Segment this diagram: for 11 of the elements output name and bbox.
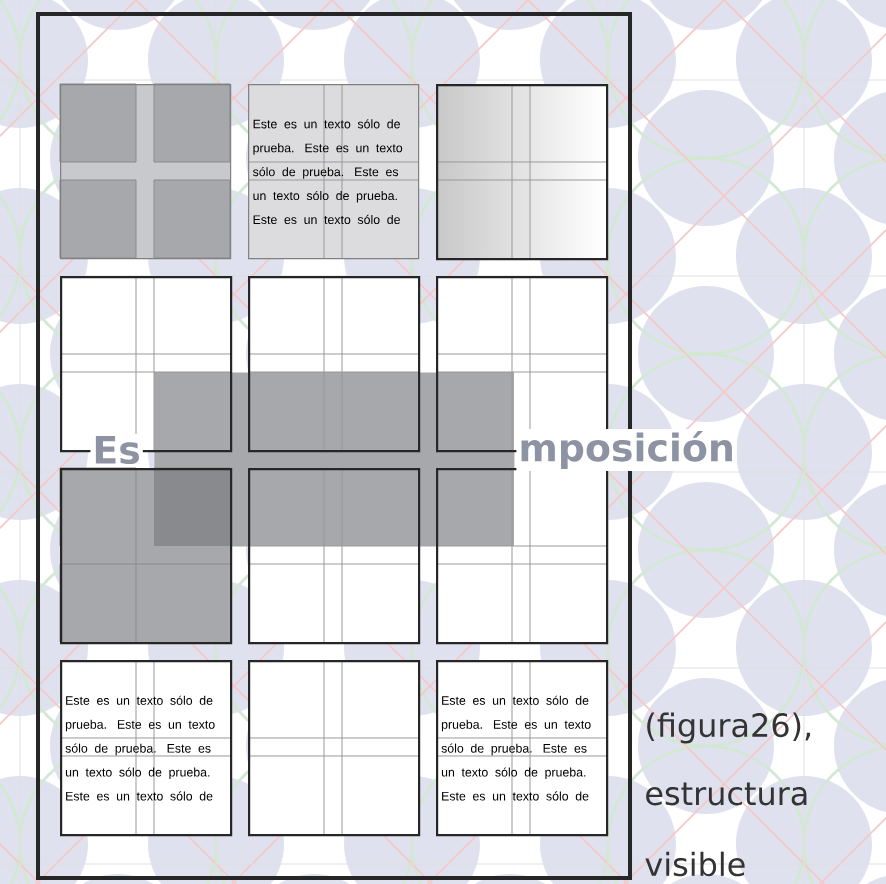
body-text: estructura <box>646 782 807 806</box>
grid-cell <box>247 467 421 645</box>
grid-cell <box>59 83 232 260</box>
body-text: visible <box>645 851 745 877</box>
grid-cell <box>247 275 421 453</box>
grid-cell <box>59 467 233 645</box>
body-text: (figura26), <box>647 712 811 744</box>
heading-fragment: Es <box>90 433 143 467</box>
heading-fragment: mposición <box>516 428 737 472</box>
grid-cell <box>435 83 609 261</box>
grid-cell <box>247 659 421 837</box>
